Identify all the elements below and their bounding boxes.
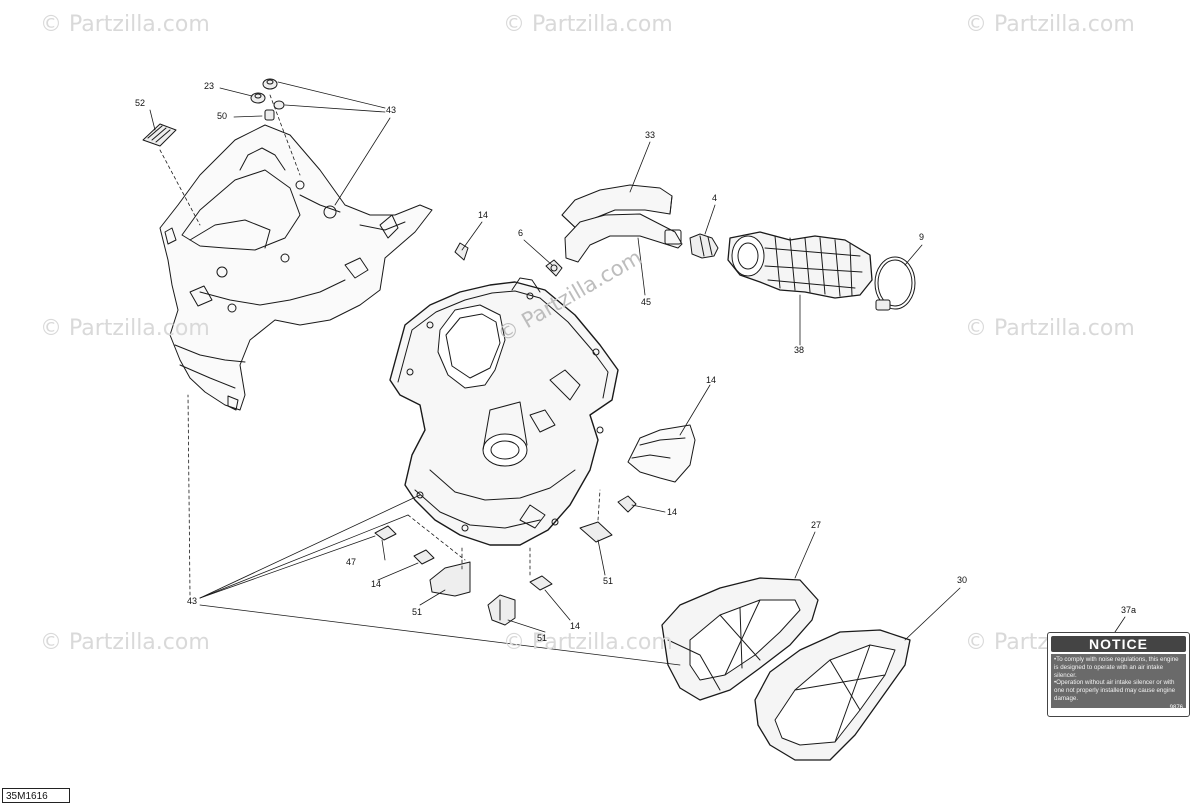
callout-14-mid: 14 <box>667 507 678 517</box>
callout-45: 45 <box>641 297 652 307</box>
callout-37a: 37a <box>1121 605 1137 615</box>
clamp-6 <box>545 259 563 277</box>
watermark: © Partzilla.com <box>503 12 673 37</box>
callout-14-left: 14 <box>371 579 382 589</box>
heat-shield-14 <box>627 424 696 483</box>
watermark: © Partzilla.com <box>503 630 673 655</box>
notice-code: 9876 <box>1169 705 1183 711</box>
clip-51-bottom <box>487 594 516 626</box>
callout-33: 33 <box>645 130 656 140</box>
clip-14-top <box>454 242 469 261</box>
callout-52: 52 <box>135 98 146 108</box>
callout-43-bottom: 43 <box>187 596 198 606</box>
fitting-4 <box>689 233 719 259</box>
callout-38: 38 <box>794 345 805 355</box>
callout-30: 30 <box>957 575 968 585</box>
notice-body: •To comply with noise regulations, this … <box>1051 654 1186 708</box>
callout-9: 9 <box>919 232 925 242</box>
notice-title: NOTICE <box>1051 636 1186 652</box>
callout-51-right: 51 <box>603 576 614 586</box>
insert-50 <box>264 100 285 121</box>
watermark: © Partzilla.com <box>965 316 1135 341</box>
watermark: © Partzilla.com <box>40 316 210 341</box>
decal-52 <box>142 123 177 147</box>
intake-duct-38 <box>727 231 873 299</box>
callout-14-right: 14 <box>706 375 717 385</box>
hose-clamp-9 <box>874 256 916 311</box>
filter-frame-27 <box>661 577 819 701</box>
callout-6: 6 <box>518 228 524 238</box>
callout-14-top: 14 <box>478 210 489 220</box>
upper-support-frame <box>159 124 433 411</box>
hose-45 <box>564 213 683 263</box>
notice-line-1: •To comply with noise regulations, this … <box>1054 656 1179 679</box>
notice-line-2: •Operation without air intake silencer o… <box>1054 679 1176 702</box>
clip-14-left <box>413 549 435 565</box>
clip-51-right <box>579 521 613 543</box>
callout-47: 47 <box>346 557 357 567</box>
callout-43-top: 43 <box>386 105 397 115</box>
watermark: © Partzilla.com <box>965 12 1135 37</box>
callout-14-bottom: 14 <box>570 621 581 631</box>
grommet-23 <box>250 78 278 104</box>
air-filter-30 <box>754 629 911 761</box>
clip-47 <box>374 525 397 541</box>
notice-decal: NOTICE •To comply with noise regulations… <box>1047 632 1190 717</box>
callout-27: 27 <box>811 520 822 530</box>
air-intake-silencer-base <box>389 277 619 546</box>
callout-50: 50 <box>217 111 228 121</box>
callout-51-left: 51 <box>412 607 423 617</box>
clip-51-left <box>429 561 471 597</box>
watermark: © Partzilla.com <box>40 630 210 655</box>
callout-51-bottom: 51 <box>537 633 548 643</box>
clip-14-right <box>617 495 637 513</box>
diagram-code: 35M1616 <box>2 788 70 803</box>
callout-23: 23 <box>204 81 215 91</box>
clip-14-bottom <box>529 575 553 591</box>
watermark: © Partzilla.com <box>40 12 210 37</box>
leader-lines <box>149 81 1126 666</box>
callout-4: 4 <box>712 193 718 203</box>
